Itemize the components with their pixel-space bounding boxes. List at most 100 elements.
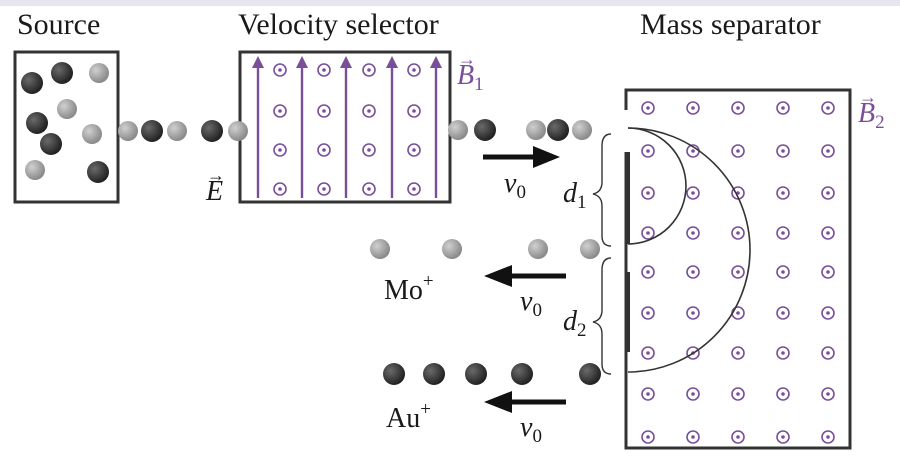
- source-ion-4: [57, 99, 77, 119]
- b1-symbol-2-3: [407, 143, 421, 157]
- beam-ion-out-4: [547, 119, 569, 141]
- v0-label-top: v0: [504, 168, 526, 203]
- b2-symbol-2-1: [686, 186, 700, 200]
- velocity-arrow-au: [484, 391, 566, 413]
- source-ion-3: [89, 63, 109, 83]
- mo-ion-4: [580, 239, 600, 259]
- source-ion-6: [40, 133, 62, 155]
- b1-symbol-3-3: [407, 182, 421, 196]
- b2-symbol-5-3: [776, 306, 790, 320]
- b1-symbol-2-2: [362, 143, 376, 157]
- source-ion-9: [87, 161, 109, 183]
- beam-ion-in-2: [141, 120, 163, 142]
- b2-symbol-2-0: [641, 186, 655, 200]
- beam-ion-out-5: [572, 120, 592, 140]
- b2-symbol-3-3: [776, 226, 790, 240]
- separator-field-group: [641, 101, 835, 444]
- b2-symbol-7-3: [776, 387, 790, 401]
- b2-symbol-5-0: [641, 306, 655, 320]
- mo-ion-label: Mo+: [384, 271, 434, 306]
- velocity-selector-title: Velocity selector: [238, 8, 439, 41]
- source-ion-2: [51, 62, 73, 84]
- b2-symbol-0-3: [776, 101, 790, 115]
- b2-symbol-8-3: [776, 430, 790, 444]
- source-ion-8: [25, 160, 45, 180]
- au-ion-3: [465, 363, 487, 385]
- beam-ion-in-3: [167, 121, 187, 141]
- b2-symbol-8-0: [641, 430, 655, 444]
- au-ion-2: [423, 363, 445, 385]
- b1-symbol-0-0: [273, 63, 287, 77]
- b1-symbol-0-2: [362, 63, 376, 77]
- b2-symbol-8-1: [686, 430, 700, 444]
- b2-symbol-6-4: [821, 346, 835, 360]
- ion-group: [21, 62, 601, 385]
- beam-ion-in-1: [118, 121, 138, 141]
- b1-symbol-0-1: [317, 63, 331, 77]
- b1-symbol-1-3: [407, 104, 421, 118]
- b2-symbol-8-2: [731, 430, 745, 444]
- b2-symbol-5-4: [821, 306, 835, 320]
- mo-ion-1: [370, 239, 390, 259]
- b2-symbol-6-0: [641, 346, 655, 360]
- trajectory-mo: [627, 127, 687, 245]
- d1-label: d1: [563, 178, 587, 213]
- b2-symbol-3-0: [641, 226, 655, 240]
- b2-symbol-1-4: [821, 144, 835, 158]
- b2-symbol-4-4: [821, 265, 835, 279]
- b2-symbol-3-2: [731, 226, 745, 240]
- b2-symbol-2-3: [776, 186, 790, 200]
- b2-symbol-2-4: [821, 186, 835, 200]
- e-field-label: → E: [206, 165, 225, 207]
- au-ion-1: [383, 363, 405, 385]
- source-ion-5: [26, 112, 48, 134]
- beam-ion-in-5: [228, 121, 248, 141]
- b2-symbol-7-4: [821, 387, 835, 401]
- velocity-arrow-mo: [484, 265, 566, 287]
- b1-symbol-2-1: [317, 143, 331, 157]
- b2-symbol-4-2: [731, 265, 745, 279]
- b2-symbol-0-2: [731, 101, 745, 115]
- brace-d2: [592, 257, 612, 375]
- b2-symbol-7-2: [731, 387, 745, 401]
- source-ion-1: [21, 72, 43, 94]
- v0-label-au: v0: [520, 412, 542, 447]
- b2-symbol-1-2: [731, 144, 745, 158]
- top-bar: [0, 0, 900, 6]
- b2-label: → B2: [858, 87, 885, 133]
- b1-label: → B1: [457, 49, 484, 95]
- source-box: [13, 50, 120, 204]
- mo-ion-2: [442, 239, 462, 259]
- b2-symbol-7-0: [641, 387, 655, 401]
- b2-symbol-6-2: [731, 346, 745, 360]
- beam-ion-in-4: [201, 120, 223, 142]
- mass-separator-box: [624, 88, 852, 450]
- brace-d1: [592, 133, 612, 247]
- b1-symbol-3-1: [317, 182, 331, 196]
- beam-ion-out-3: [526, 120, 546, 140]
- separator-entry-gap: [618, 110, 634, 152]
- b1-symbol-3-0: [273, 182, 287, 196]
- b2-symbol-1-0: [641, 144, 655, 158]
- d2-label: d2: [563, 306, 587, 341]
- trajectory-au: [627, 127, 751, 373]
- b1-symbol-0-3: [407, 63, 421, 77]
- selector-field-group: [252, 56, 442, 198]
- b2-symbol-3-1: [686, 226, 700, 240]
- b2-symbol-5-1: [686, 306, 700, 320]
- b1-symbol-2-0: [273, 143, 287, 157]
- au-ion-5: [579, 363, 601, 385]
- b2-symbol-0-0: [641, 101, 655, 115]
- mo-ion-3: [528, 239, 548, 259]
- b1-symbol-1-0: [273, 104, 287, 118]
- b2-symbol-4-0: [641, 265, 655, 279]
- b2-symbol-7-1: [686, 387, 700, 401]
- au-ion-4: [511, 363, 533, 385]
- b2-symbol-8-4: [821, 430, 835, 444]
- b1-symbol-3-2: [362, 182, 376, 196]
- b2-symbol-4-3: [776, 265, 790, 279]
- beam-ion-out-2: [474, 119, 496, 141]
- velocity-arrow-top: [483, 146, 560, 168]
- v0-label-mo: v0: [520, 286, 542, 321]
